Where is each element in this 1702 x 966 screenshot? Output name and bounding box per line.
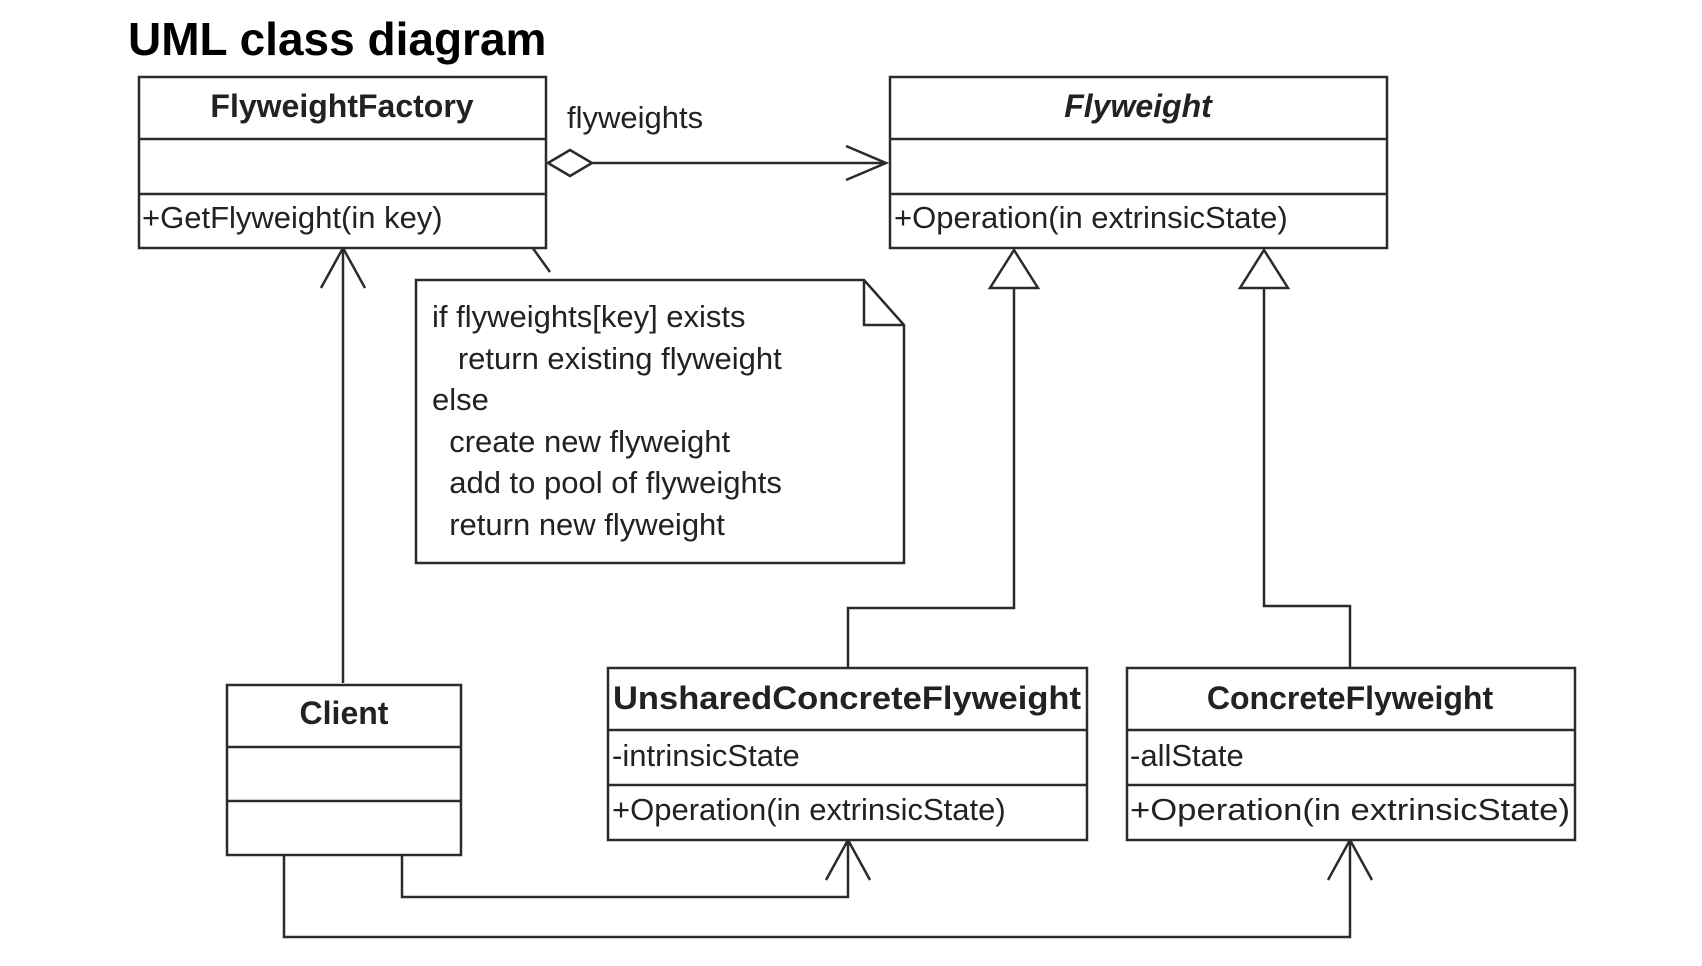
class-name-unsharedconcreteflyweight: UnsharedConcreteFlyweight (613, 680, 1081, 716)
operation-flyweight-operation: +Operation(in extrinsicState) (894, 200, 1288, 235)
operation-unshared-operation: +Operation(in extrinsicState) (612, 792, 1006, 827)
note-line-2: return existing flyweight (432, 341, 782, 376)
operation-getflyweight: +GetFlyweight(in key) (142, 200, 443, 235)
note-line-4: create new flyweight (432, 424, 730, 459)
class-name-concreteflyweight: ConcreteFlyweight (1207, 680, 1494, 716)
client-to-unshared-association (400, 837, 872, 899)
class-unsharedconcreteflyweight[interactable]: UnsharedConcreteFlyweight -intrinsicStat… (606, 666, 1089, 842)
aggregation-flyweights (545, 144, 890, 182)
generalization-concrete (1237, 247, 1352, 668)
diagram-title: UML class diagram (128, 13, 547, 65)
attribute-allstate: -allState (1130, 738, 1244, 773)
class-flyweight[interactable]: Flyweight +Operation(in extrinsicState) (888, 75, 1389, 250)
note-line-6: return new flyweight (432, 507, 725, 542)
client-to-factory-association (319, 245, 367, 683)
class-flyweightfactory[interactable]: FlyweightFactory +GetFlyweight(in key) (137, 75, 548, 250)
class-name-flyweightfactory: FlyweightFactory (210, 88, 473, 124)
attribute-intrinsicstate: -intrinsicState (612, 738, 800, 773)
class-client[interactable]: Client (225, 683, 463, 857)
aggregation-arrowhead (845, 144, 890, 182)
class-concreteflyweight[interactable]: ConcreteFlyweight -allState +Operation(i… (1125, 666, 1577, 842)
operation-concrete-operation: +Operation(in extrinsicState) (1130, 792, 1570, 827)
note-getflyweight-logic: if flyweights[key] exists return existin… (414, 278, 906, 565)
class-name-client: Client (300, 695, 389, 731)
note-line-1: if flyweights[key] exists (432, 299, 746, 334)
generalization-unshared (846, 247, 1041, 668)
generalization-triangle-unshared (987, 247, 1041, 290)
aggregation-diamond (545, 148, 595, 178)
note-line-3: else (432, 382, 489, 417)
class-name-flyweight: Flyweight (1064, 88, 1213, 124)
generalization-triangle-concrete (1237, 247, 1291, 290)
note-line-5: add to pool of flyweights (432, 465, 782, 500)
association-label-flyweights: flyweights (567, 100, 703, 135)
